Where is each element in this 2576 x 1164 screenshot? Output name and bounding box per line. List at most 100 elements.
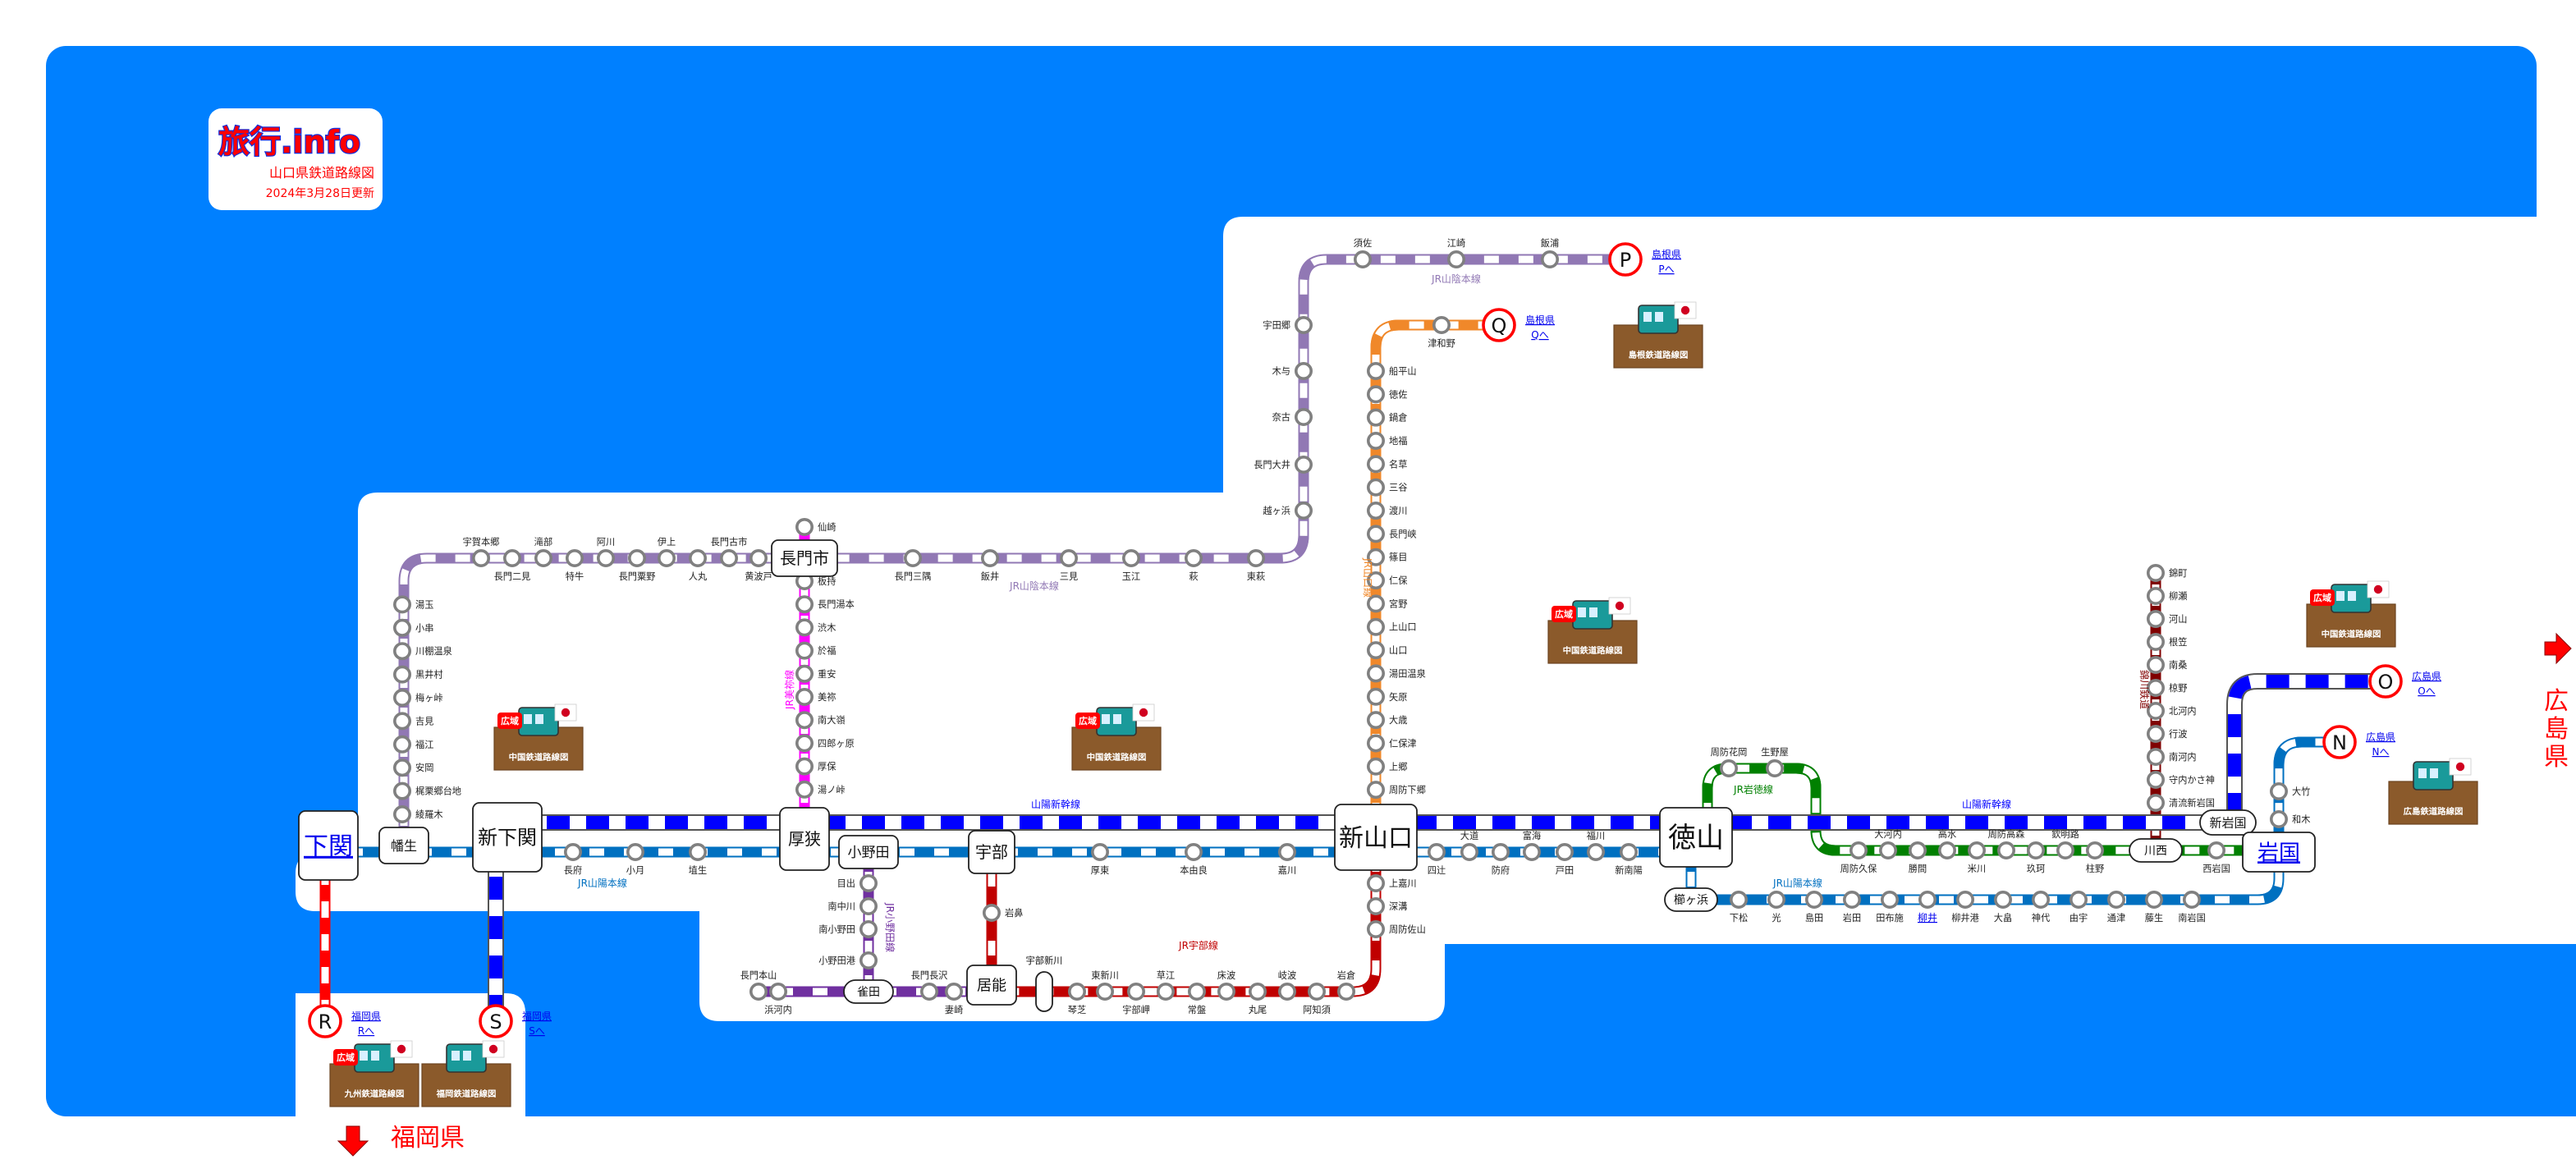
station-marker[interactable] xyxy=(1060,548,1079,567)
station-marker[interactable] xyxy=(1367,361,1386,380)
station[interactable]: 板持 xyxy=(795,571,837,590)
station-marker[interactable] xyxy=(2207,841,2226,860)
map-button-label[interactable]: 中国鉄道路線図 xyxy=(1087,752,1147,763)
station[interactable]: 長門峡 xyxy=(1367,525,1417,543)
station[interactable]: 木与 xyxy=(1272,361,1313,380)
station-label[interactable]: 柳井 xyxy=(1918,912,1937,923)
station-marker[interactable] xyxy=(1295,407,1313,426)
station[interactable]: 長門本山 xyxy=(740,969,777,1001)
station[interactable]: 目出 xyxy=(837,874,878,893)
station-marker[interactable] xyxy=(1091,843,1110,862)
station-marker[interactable] xyxy=(1247,548,1266,567)
station[interactable]: 生野屋 xyxy=(1761,746,1789,777)
station[interactable]: 由宇 xyxy=(2070,891,2088,923)
station[interactable]: 高水 xyxy=(1938,828,1957,860)
station[interactable]: 美祢 xyxy=(795,687,837,706)
station[interactable]: 湯玉 xyxy=(392,595,434,614)
major-station[interactable]: 雀田 xyxy=(843,979,894,1004)
station-marker[interactable] xyxy=(1523,843,1542,862)
station[interactable]: 飯浦 xyxy=(1541,237,1559,268)
station[interactable]: 綾羅木 xyxy=(392,804,443,823)
station-marker[interactable] xyxy=(1367,385,1386,404)
station[interactable]: 宮野 xyxy=(1367,594,1408,613)
station[interactable]: 於福 xyxy=(795,641,837,660)
station[interactable]: 名草 xyxy=(1367,455,1408,474)
station-box[interactable] xyxy=(843,979,894,1004)
station[interactable]: 西岩国 xyxy=(2202,841,2230,874)
major-station[interactable]: 小野田 xyxy=(838,835,899,869)
station[interactable]: 根笠 xyxy=(2147,632,2188,651)
station-marker[interactable] xyxy=(1367,920,1386,939)
station-marker[interactable] xyxy=(1308,983,1327,1001)
station-marker[interactable] xyxy=(392,712,411,731)
station[interactable]: 岩鼻 xyxy=(983,904,1024,923)
station-marker[interactable] xyxy=(1122,548,1141,567)
station[interactable]: 福川 xyxy=(1587,830,1606,862)
major-station[interactable]: 宇部 xyxy=(968,830,1015,874)
station[interactable]: 渡川 xyxy=(1367,502,1408,520)
station-box[interactable] xyxy=(1334,804,1418,871)
station[interactable]: 北河内 xyxy=(2147,701,2197,720)
station[interactable]: 小月 xyxy=(626,843,644,876)
station-marker[interactable] xyxy=(392,758,411,777)
map-button-label[interactable]: 中国鉄道路線図 xyxy=(2322,629,2381,639)
station-marker[interactable] xyxy=(1447,250,1466,268)
station[interactable]: 山口 xyxy=(1367,641,1408,660)
station[interactable]: 南桑 xyxy=(2147,655,2188,674)
major-station[interactable]: 徳山 xyxy=(1659,807,1733,868)
station[interactable]: 川棚温泉 xyxy=(392,642,452,661)
station-name[interactable]: 岩国 xyxy=(2257,841,2300,865)
station[interactable]: 島田 xyxy=(1805,891,1823,923)
station[interactable]: 安岡 xyxy=(392,758,434,777)
station[interactable]: 鍋倉 xyxy=(1367,408,1408,427)
station[interactable]: 丸尾 xyxy=(1249,983,1267,1015)
station-marker[interactable] xyxy=(471,548,490,567)
station[interactable]: 南小野田 xyxy=(818,920,878,939)
station-marker[interactable] xyxy=(795,780,814,799)
station[interactable]: 上山口 xyxy=(1367,617,1417,636)
major-station[interactable]: 居能 xyxy=(966,965,1017,1006)
station[interactable]: 仁保 xyxy=(1367,571,1408,590)
station[interactable]: 浜河内 xyxy=(764,983,792,1015)
station-marker[interactable] xyxy=(1367,757,1386,776)
station-marker[interactable] xyxy=(1185,843,1203,862)
station[interactable]: 津和野 xyxy=(1428,315,1455,349)
station-marker[interactable] xyxy=(565,548,584,567)
station-marker[interactable] xyxy=(1157,983,1176,1001)
station[interactable]: 宇田郷 xyxy=(1263,315,1313,334)
station-marker[interactable] xyxy=(945,983,964,1001)
station[interactable]: 周防花岡 xyxy=(1711,746,1748,777)
station-marker[interactable] xyxy=(1428,843,1446,862)
station-marker[interactable] xyxy=(392,618,411,637)
station-marker[interactable] xyxy=(392,781,411,800)
station[interactable]: 長門長沢 xyxy=(911,969,948,1001)
station[interactable]: 仁保津 xyxy=(1367,734,1417,753)
station[interactable]: 大道 xyxy=(1460,830,1478,862)
station[interactable]: 吉見 xyxy=(392,712,434,731)
station-marker[interactable] xyxy=(1587,843,1606,862)
pref-link[interactable]: Pへ xyxy=(1658,264,1674,275)
station-marker[interactable] xyxy=(1938,841,1957,860)
map-button-label[interactable]: 島根鉄道路線図 xyxy=(1629,350,1689,360)
station-marker[interactable] xyxy=(1492,843,1510,862)
station[interactable]: 清流新岩国 xyxy=(2147,793,2215,812)
station[interactable]: 人丸 xyxy=(688,548,707,582)
station-marker[interactable] xyxy=(563,843,582,862)
station[interactable]: 玖珂 xyxy=(2027,841,2045,874)
station-marker[interactable] xyxy=(2147,724,2166,743)
station[interactable]: 小野田港 xyxy=(818,951,878,970)
station-marker[interactable] xyxy=(626,843,644,862)
station-marker[interactable] xyxy=(719,548,738,567)
station-marker[interactable] xyxy=(1556,843,1574,862)
pref-link[interactable]: Oへ xyxy=(2418,685,2435,697)
station[interactable]: 草江 xyxy=(1157,970,1176,1001)
station-marker[interactable] xyxy=(749,983,768,1001)
station-marker[interactable] xyxy=(688,548,707,567)
station-box[interactable] xyxy=(378,827,429,864)
station[interactable]: 大河内 xyxy=(1874,828,1902,860)
station[interactable]: 湯田温泉 xyxy=(1367,664,1426,683)
station-box[interactable] xyxy=(779,807,830,871)
station-marker[interactable] xyxy=(1367,594,1386,613)
